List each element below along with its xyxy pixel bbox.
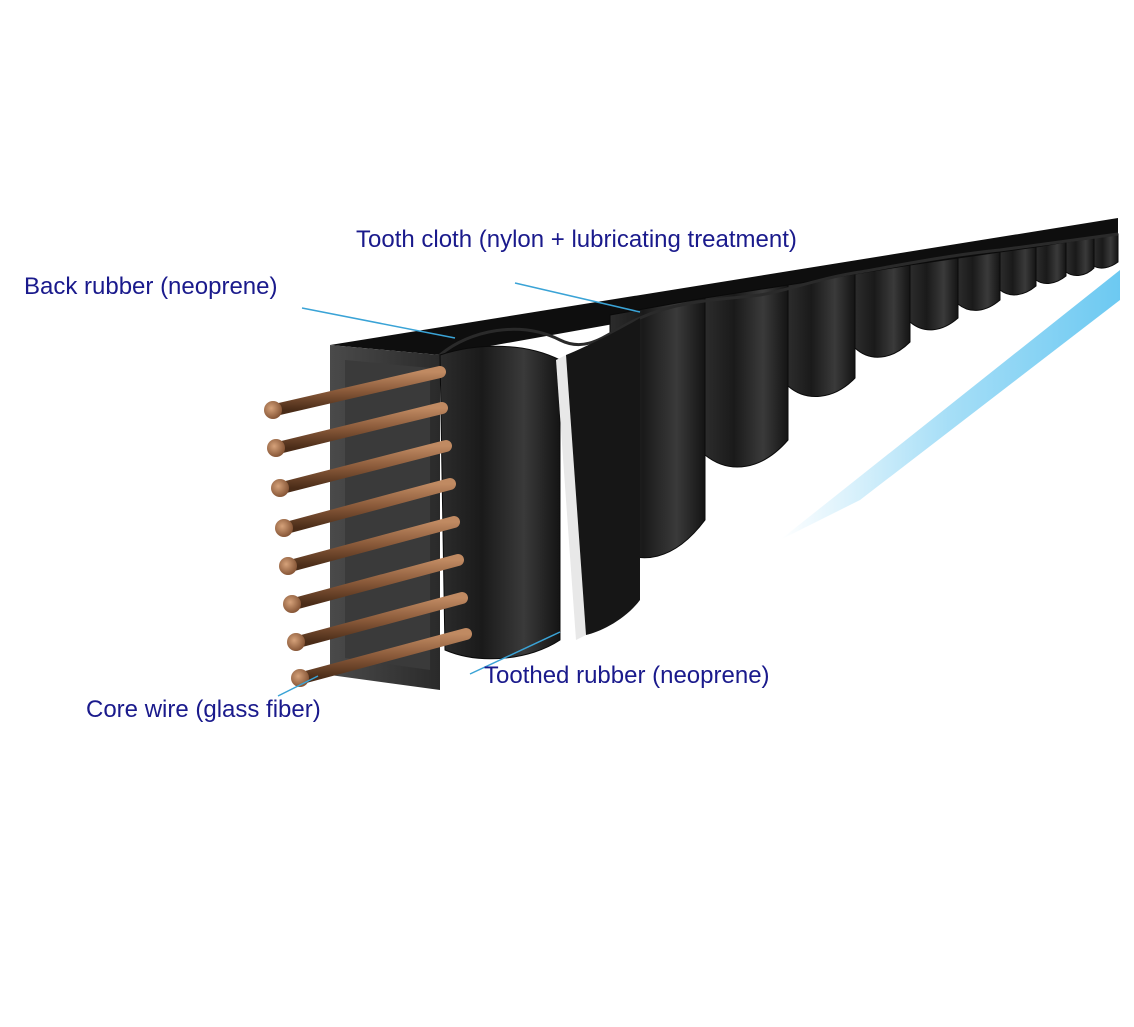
front-tooth: [439, 345, 561, 660]
leader-lines: [277, 282, 641, 697]
leader-tooth-cloth: [514, 282, 641, 313]
leader-core-wire: [277, 675, 319, 697]
tooth-profile: [439, 232, 1119, 357]
tooth-cloth-strip: [556, 355, 586, 640]
leader-back-rubber: [301, 307, 456, 339]
label-toothed-rubber: Toothed rubber (neoprene): [484, 662, 770, 689]
label-core-wire: Core wire (glass fiber): [86, 696, 321, 723]
back-rubber-surface: [330, 218, 1118, 355]
label-tooth-cloth: Tooth cloth (nylon + lubricating treatme…: [356, 226, 797, 253]
belt-glow: [780, 270, 1120, 540]
leader-toothed-rubber: [469, 631, 561, 675]
label-back-rubber: Back rubber (neoprene): [24, 273, 278, 300]
belt-teeth: [609, 233, 1119, 559]
core-wires: [264, 366, 472, 687]
